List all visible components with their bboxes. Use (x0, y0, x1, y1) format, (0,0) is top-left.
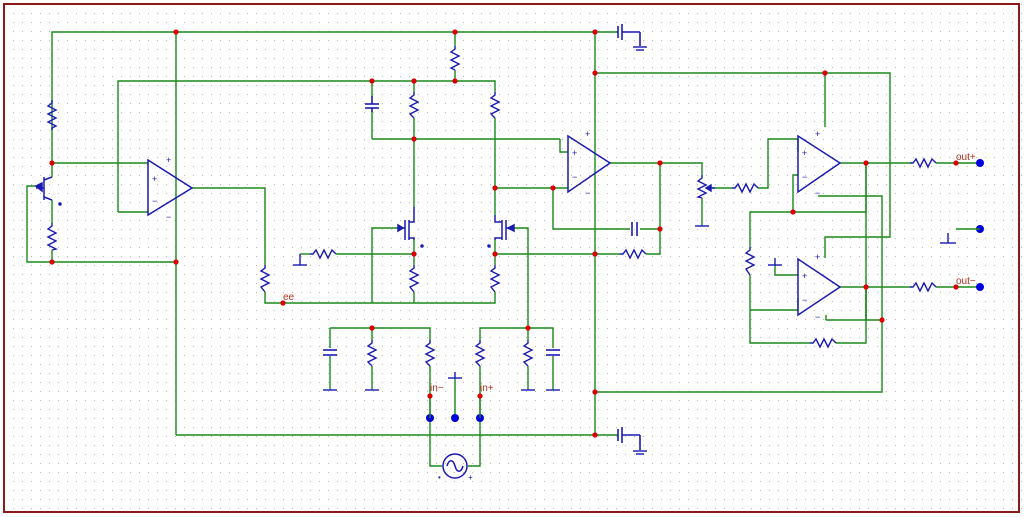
opamp-1-minus: − (166, 212, 171, 222)
capacitor-top (617, 24, 641, 46)
resistor-r10 (424, 340, 436, 367)
resistor-r17 (810, 337, 837, 349)
svg-text:−: − (152, 196, 157, 206)
resistor-r18 (910, 157, 937, 169)
resistor-r14 (310, 248, 337, 260)
resistor-r7 (408, 265, 420, 293)
opamp-4: + − + − (797, 252, 842, 322)
ground-1 (633, 46, 647, 51)
ac-source: • + (438, 453, 473, 482)
svg-text:−: − (572, 172, 577, 182)
svg-text:+: + (152, 174, 157, 184)
resistor-r3 (449, 46, 461, 71)
svg-text:+: + (802, 271, 807, 281)
ports (426, 159, 984, 422)
resistor-r5 (489, 92, 501, 119)
capacitor-bottom (617, 427, 641, 450)
transistor-fet-right (487, 215, 515, 248)
opamp-2-minus: − (585, 188, 590, 198)
resistor-r19 (910, 281, 937, 293)
opamp-3-plus: + (815, 129, 820, 139)
port-stubs (429, 228, 980, 418)
opamp-2: + − + − (567, 129, 612, 198)
svg-text:•: • (438, 473, 441, 482)
resistor-r1 (46, 100, 58, 130)
capacitor-c3 (546, 349, 560, 356)
resistor-r15 (620, 248, 647, 260)
port-gnd-in (451, 414, 459, 422)
svg-text:−: − (802, 172, 807, 182)
ground-11 (940, 233, 956, 244)
ground-10 (768, 258, 782, 266)
svg-text:−: − (802, 295, 807, 305)
capacitor-c4 (631, 222, 638, 236)
ground-7 (448, 372, 462, 379)
resistor-r8 (489, 265, 501, 293)
label-in-plus: in+ (480, 383, 494, 394)
label-out-plus: out+ (956, 152, 976, 163)
port-out-plus (976, 159, 984, 167)
opamps: + − + − + − + − + − + − + − + − (147, 129, 842, 322)
opamp-3: + − + − (797, 129, 842, 198)
opamp-4-plus: + (815, 252, 820, 262)
resistors (46, 46, 937, 367)
transistor-left-bjt (34, 176, 62, 206)
resistor-r12 (522, 340, 534, 367)
port-out-minus (976, 283, 984, 291)
resistor-r11 (474, 340, 486, 367)
potentiometer-wiper (704, 183, 715, 193)
resistor-r6 (259, 265, 271, 293)
svg-text:+: + (468, 473, 473, 482)
net-labels: ee in− in+ out+ out− (283, 152, 976, 394)
sheet-border (3, 3, 1020, 513)
transistor-fet-left (397, 207, 424, 248)
resistor-r13 (744, 247, 756, 276)
resistor-r2 (46, 223, 59, 251)
grounds (293, 46, 956, 455)
svg-text:+: + (802, 148, 807, 158)
resistor-r4 (408, 92, 420, 119)
wires (26, 31, 980, 467)
opamp-3-minus: − (815, 188, 820, 198)
opamp-1-plus: + (166, 155, 171, 165)
resistor-r9 (366, 340, 378, 367)
label-ee: ee (283, 292, 295, 303)
label-out-minus: out− (956, 276, 976, 287)
junction-nodes (49, 29, 959, 438)
capacitor-c2 (323, 349, 337, 356)
ground-2 (633, 450, 647, 455)
capacitor-c1 (365, 96, 379, 112)
potentiometer (695, 175, 708, 199)
opamp-1: + − + − (147, 155, 194, 222)
opamp-2-plus: + (585, 129, 590, 139)
resistor-r16 (732, 182, 759, 194)
svg-text:+: + (572, 148, 577, 158)
label-in-minus: in− (430, 383, 444, 394)
transistors (34, 176, 515, 248)
ground-8 (293, 254, 307, 266)
opamp-4-minus: − (815, 312, 820, 322)
capacitors (323, 24, 641, 450)
